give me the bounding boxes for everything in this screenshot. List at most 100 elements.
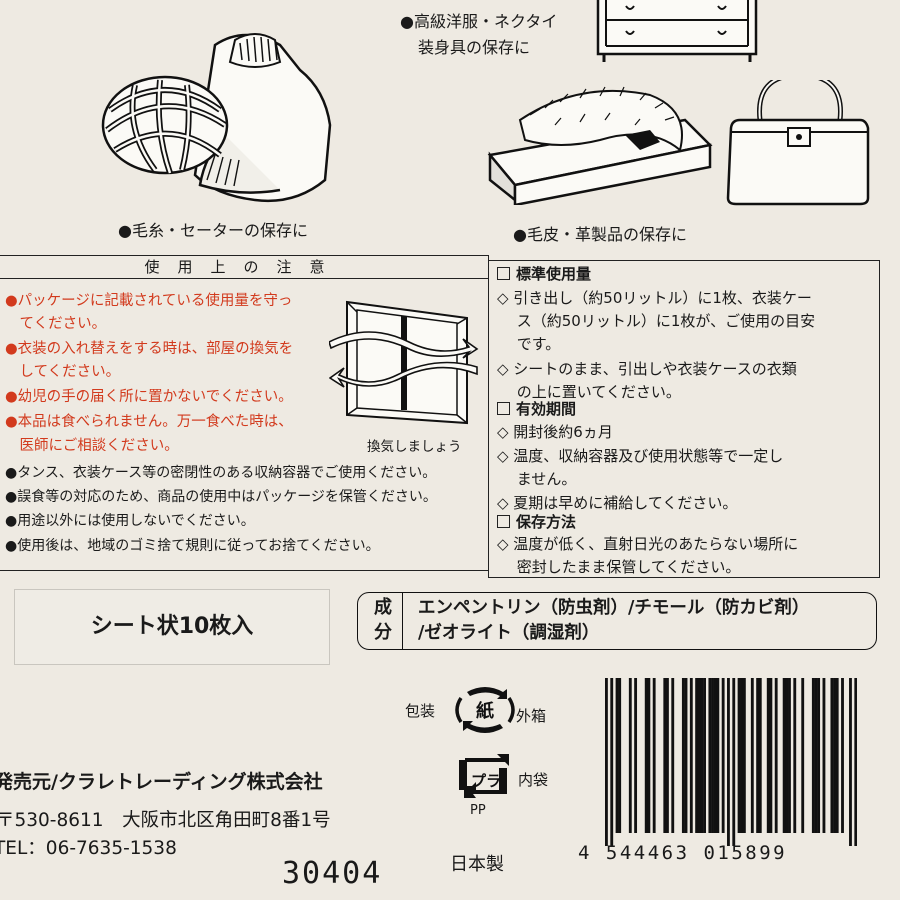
- usage-line: ◇ シートのまま、引出しや衣装ケースの衣類: [497, 360, 797, 378]
- barcode-bar: [644, 678, 648, 833]
- plastic-recycle-icon: プラ: [459, 754, 509, 798]
- barcode-bar: [793, 678, 797, 833]
- validity-heading: 有効期間: [497, 398, 576, 421]
- barcode-bar: [750, 678, 754, 833]
- barcode-bar: [822, 678, 826, 833]
- storage-heading: 保存方法: [497, 511, 576, 534]
- caption-formal-wear: ●高級洋服・ネクタイ 装身具の保存に: [400, 12, 558, 57]
- barcode-bar: [695, 678, 699, 833]
- window-ventilation-illustration: [329, 300, 479, 425]
- company-address: 〒530-8611 大阪市北区角田町8番1号: [0, 810, 331, 831]
- usage-line: の上に置いてください。: [497, 383, 681, 401]
- barcode-bar: [689, 678, 693, 833]
- barcode-bar: [652, 678, 656, 833]
- barcode-bar: [811, 678, 815, 833]
- barcode-bar: [835, 678, 839, 833]
- standard-usage-heading: 標準使用量: [497, 263, 591, 286]
- barcode-bar: [817, 678, 821, 833]
- usage-line: ス（約50リットル）に1枚が、ご使用の目安: [497, 312, 816, 330]
- ingredients-list: エンペントリン（防虫剤）/チモール（防カビ剤） /ゼオライト（調湿剤）: [418, 598, 810, 643]
- barcode-bar: [737, 678, 741, 833]
- barcode-bar: [841, 678, 844, 833]
- paper-mark-text: 紙: [476, 700, 494, 722]
- caution-note: ●用途以外には使用しないでください。: [5, 513, 255, 529]
- red-note: ●パッケージに記載されている使用量を守っ: [5, 293, 293, 309]
- packaging-label: 包装: [405, 702, 436, 720]
- barcode-bar: [732, 678, 736, 846]
- barcode-bar: [697, 678, 701, 833]
- barcode-bar: [721, 678, 725, 833]
- yarn-sweater-illustration: [101, 33, 332, 202]
- caution-note: ●タンス、衣装ケース等の密閉性のある収納容器でご使用ください。: [5, 465, 437, 481]
- barcode-bar: [708, 678, 712, 833]
- usage-panel: 標準使用量 ◇ 引き出し（約50リットル）に1枚、衣装ケー ス（約50リットル）…: [488, 260, 880, 578]
- barcode-bar: [766, 678, 770, 833]
- paper-recycle-icon: 紙: [455, 687, 515, 733]
- fur-box-illustration: [487, 86, 713, 205]
- checkbox-icon: [497, 267, 510, 280]
- caution-panel: 使用上の注意 ●パッケージに記載されている使用量を守っ てください。 ●衣装の入…: [0, 255, 489, 571]
- barcode-bar: [742, 678, 746, 833]
- barcode-bar: [681, 678, 685, 833]
- barcode-bar: [634, 678, 638, 833]
- red-note: ●本品は食べられません。万一食べた時は、: [5, 414, 293, 430]
- plastic-mark-text: プラ: [471, 772, 501, 790]
- barcode-bar: [618, 678, 622, 833]
- barcode-bar: [849, 678, 852, 846]
- ventilation-label: 換気しましょう: [367, 439, 462, 455]
- barcode-bar: [769, 678, 773, 833]
- barcode-bar: [740, 678, 744, 833]
- barcode-bar: [785, 678, 789, 833]
- barcode-bar: [782, 678, 786, 833]
- validity-line: ◇ 温度、収納容器及び使用状態等で一定し: [497, 447, 784, 465]
- seller-name: 発売元/クラレトレーディング株式会社: [0, 771, 323, 793]
- barcode-bar: [788, 678, 791, 833]
- made-in-japan: 日本製: [450, 854, 504, 875]
- ingredients-box: 成 分 エンペントリン（防虫剤）/チモール（防カビ剤） /ゼオライト（調湿剤）: [357, 592, 877, 650]
- barcode-bar: [854, 678, 858, 846]
- caption-fur-leather: ●毛皮・革製品の保存に: [513, 225, 687, 244]
- barcode: [605, 678, 858, 846]
- barcode-bar: [833, 678, 836, 833]
- red-note: ●幼児の手の届く所に置かないでください。: [5, 389, 293, 405]
- barcode-bar: [774, 678, 778, 833]
- validity-line: ◇ 夏期は早めに補給してください。: [497, 494, 738, 512]
- ingredients-label: 成 分: [374, 597, 392, 643]
- barcode-bar: [700, 678, 704, 833]
- barcode-bars: [605, 678, 858, 846]
- barcode-bar: [610, 678, 614, 846]
- inner-bag-label: 内袋: [518, 771, 549, 789]
- barcode-bar: [703, 678, 706, 833]
- contents-box: シート状10枚入: [14, 589, 330, 665]
- barcode-bar: [727, 678, 730, 846]
- barcode-bar: [830, 678, 834, 833]
- company-tel: TEL：06-7635-1538: [0, 838, 177, 859]
- drawer-chest-illustration: [596, 0, 758, 62]
- contents-text: シート状10枚入: [90, 614, 254, 639]
- caution-title: 使用上の注意: [0, 256, 488, 279]
- caption-wool-sweater: ●毛糸・セーターの保存に: [118, 221, 308, 240]
- red-note: てください。: [5, 316, 107, 332]
- red-note: 医師にご相談ください。: [5, 438, 179, 454]
- checkbox-icon: [497, 515, 510, 528]
- checkbox-icon: [497, 402, 510, 415]
- red-note: ●衣装の入れ替えをする時は、部屋の換気を: [5, 341, 294, 357]
- caution-note: ●使用後は、地域のゴミ捨て規則に従ってお捨てください。: [5, 538, 380, 554]
- barcode-bar: [801, 678, 805, 833]
- pp-label: PP: [470, 803, 486, 818]
- barcode-bar: [671, 678, 675, 833]
- red-note: してください。: [5, 364, 121, 380]
- barcode-bar: [814, 678, 818, 833]
- validity-line: ません。: [497, 470, 577, 488]
- barcode-bar: [716, 678, 720, 833]
- storage-line: 密封したまま保管してください。: [497, 558, 741, 576]
- barcode-number: 4 544463 015899: [578, 842, 788, 864]
- barcode-bar: [628, 678, 632, 833]
- barcode-bar: [615, 678, 619, 833]
- barcode-bar: [605, 678, 608, 846]
- barcode-bar: [663, 678, 667, 833]
- handbag-illustration: [726, 80, 870, 206]
- barcode-bar: [756, 678, 760, 833]
- barcode-bar: [713, 678, 717, 833]
- barcode-bar: [711, 678, 714, 833]
